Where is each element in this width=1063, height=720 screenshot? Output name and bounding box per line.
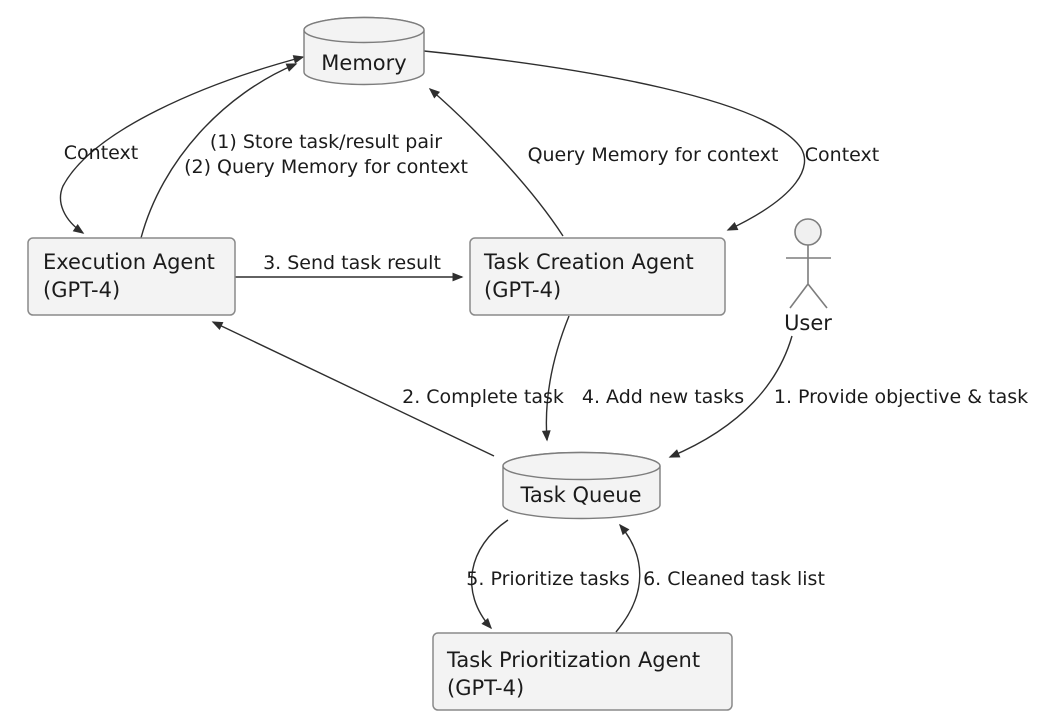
label-store-query-line2: (2) Query Memory for context — [184, 156, 468, 178]
edge-query-memory — [428, 87, 564, 237]
task-prioritization-agent-node: Task Prioritization Agent (GPT-4) — [432, 632, 733, 711]
task-creation-agent-label-line2: (GPT-4) — [484, 278, 561, 302]
task-creation-agent-node: Task Creation Agent (GPT-4) — [469, 237, 726, 316]
task-queue-cylinder-top — [502, 451, 661, 481]
memory-label: Memory — [321, 51, 406, 75]
edge-store-query — [140, 63, 298, 239]
user-node: User — [784, 218, 832, 335]
label-complete-task: 2. Complete task — [402, 386, 564, 408]
execution-agent-node: Execution Agent (GPT-4) — [27, 237, 236, 316]
edge-context-left — [59, 55, 305, 234]
edge-prioritize-tasks — [470, 519, 509, 630]
edge-context-right — [423, 50, 806, 231]
memory-cylinder-top — [303, 16, 425, 44]
edge-cleaned-task-list — [615, 523, 641, 633]
execution-agent-box — [27, 237, 236, 316]
edge-add-new-tasks — [541, 315, 570, 442]
label-store-query-line1: (1) Store task/result pair — [210, 131, 442, 153]
task-prioritization-agent-box — [432, 632, 733, 711]
execution-agent-label-line2: (GPT-4) — [43, 278, 120, 302]
label-prioritize-tasks: 5. Prioritize tasks — [466, 568, 629, 590]
user-label: User — [784, 311, 832, 335]
user-actor-body — [786, 245, 831, 309]
label-context-left: Context — [64, 142, 138, 164]
task-prioritization-agent-label-line1: Task Prioritization Agent — [446, 648, 700, 672]
task-queue-label: Task Queue — [520, 483, 642, 507]
label-cleaned-task-list: 6. Cleaned task list — [643, 568, 825, 590]
label-context-right: Context — [805, 144, 879, 166]
execution-agent-label-line1: Execution Agent — [43, 250, 215, 274]
label-send-task-result: 3. Send task result — [263, 252, 441, 274]
task-queue-node: Task Queue — [502, 451, 661, 520]
label-query-memory: Query Memory for context — [528, 144, 779, 166]
edge-complete-task — [211, 321, 495, 457]
label-provide-objective: 1. Provide objective & task — [774, 386, 1028, 408]
task-creation-agent-box — [469, 237, 726, 316]
task-prioritization-agent-label-line2: (GPT-4) — [447, 676, 524, 700]
task-creation-agent-label-line1: Task Creation Agent — [483, 250, 694, 274]
edge-provide-objective — [668, 335, 793, 458]
user-actor-head — [794, 218, 822, 246]
memory-node: Memory — [303, 16, 425, 86]
label-add-new-tasks: 4. Add new tasks — [582, 386, 744, 408]
